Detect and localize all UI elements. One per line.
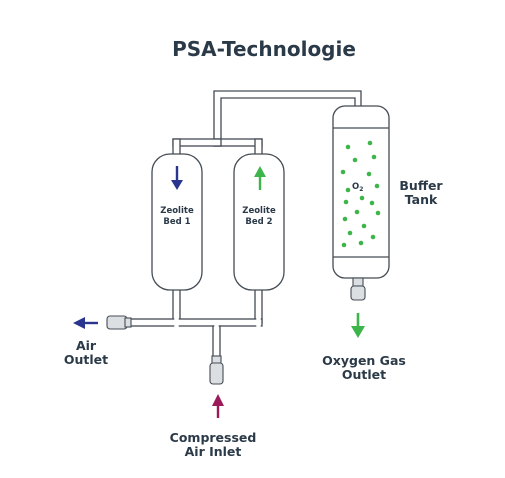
compressed-inlet-label-line2: Air Inlet: [185, 444, 242, 459]
compressed-inlet-label-line1: Compressed: [170, 430, 257, 445]
bottom-horizontal-pipe: [127, 318, 263, 327]
oxygen-outlet-arrow-icon: [351, 313, 365, 338]
air-outlet-label-line2: Outlet: [64, 352, 108, 367]
air-outlet-arrow-icon: [73, 317, 98, 329]
bed-2-label-line2: Bed 2: [245, 217, 272, 227]
air-outlet-fitting-body: [106, 315, 128, 330]
oxygen-outlet-label-line1: Oxygen Gas: [322, 353, 406, 368]
bed-2-vessel: [233, 153, 285, 291]
inlet-pipe: [212, 325, 221, 360]
oxygen-bubbles: [340, 140, 381, 248]
air-outlet-fitting-collar: [124, 317, 132, 328]
bed-2-label-line1: Zeolite: [242, 206, 276, 216]
compressed-inlet-fitting: [209, 355, 224, 385]
diagram-title: PSA-Technologie: [172, 37, 356, 61]
bed-1-label-line1: Zeolite: [160, 206, 194, 216]
air-outlet-fitting: [106, 315, 132, 330]
air-outlet-label-line1: Air: [76, 338, 97, 353]
zeolite-bed-2: Zeolite Bed 2: [233, 153, 285, 291]
bed2-bottom-pipe: [254, 286, 263, 324]
inlet-fitting-body: [209, 362, 224, 385]
compressed-inlet-arrow-icon: [212, 394, 224, 418]
bed1-bottom-pipe: [172, 286, 181, 323]
zeolite-bed-1: Zeolite Bed 1: [151, 153, 203, 291]
o2-label: O2: [352, 182, 363, 193]
arrow-up-icon: [254, 166, 266, 190]
tank-outlet-fitting-top: [352, 277, 364, 287]
buffer-tank-label-line1: Buffer: [399, 178, 443, 193]
buffer-tank: O2: [332, 105, 390, 301]
tank-outlet-fitting: [350, 285, 366, 301]
bed-1-vessel: [151, 153, 203, 291]
bed-1-label-line2: Bed 1: [163, 217, 190, 227]
arrow-down-icon: [171, 166, 183, 190]
oxygen-outlet-label-line2: Outlet: [342, 367, 386, 382]
buffer-tank-label-line2: Tank: [405, 192, 438, 207]
